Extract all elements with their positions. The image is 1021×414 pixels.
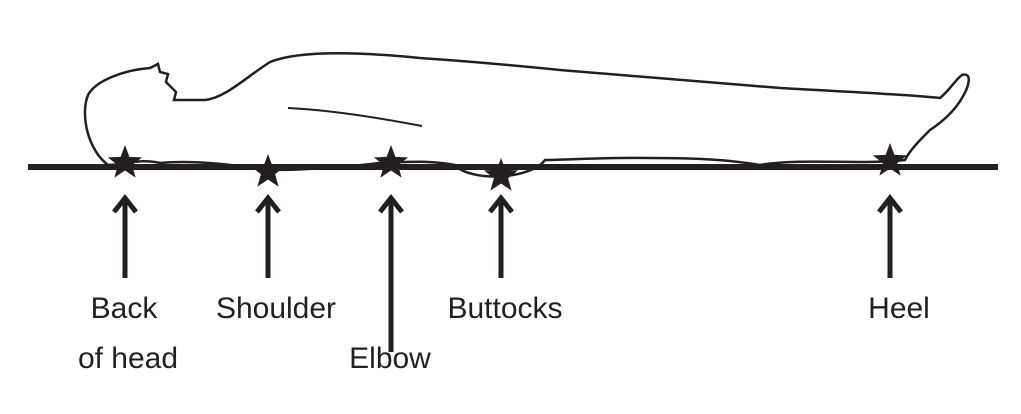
arrow-shoulder-icon [255, 193, 281, 278]
star-heel-icon [872, 143, 908, 176]
arrow-back-of-head-icon [112, 193, 138, 278]
label-back-of-head-2: of head [77, 342, 179, 375]
label-shoulder: Shoulder [215, 292, 337, 325]
label-elbow: Elbow [349, 342, 431, 375]
star-back-of-head-icon [107, 145, 143, 178]
arrow-heel-icon [877, 193, 903, 278]
arrow-elbow-icon [378, 193, 404, 352]
arm-line [287, 107, 423, 127]
star-buttocks-icon [483, 158, 519, 191]
label-back-of-head-1: Back [90, 292, 158, 325]
label-buttocks: Buttocks [447, 292, 563, 325]
label-heel: Heel [868, 292, 930, 325]
star-elbow-icon [373, 145, 409, 178]
arrow-buttocks-icon [488, 193, 514, 278]
star-shoulder-icon [250, 154, 286, 187]
body-outline [83, 51, 970, 178]
